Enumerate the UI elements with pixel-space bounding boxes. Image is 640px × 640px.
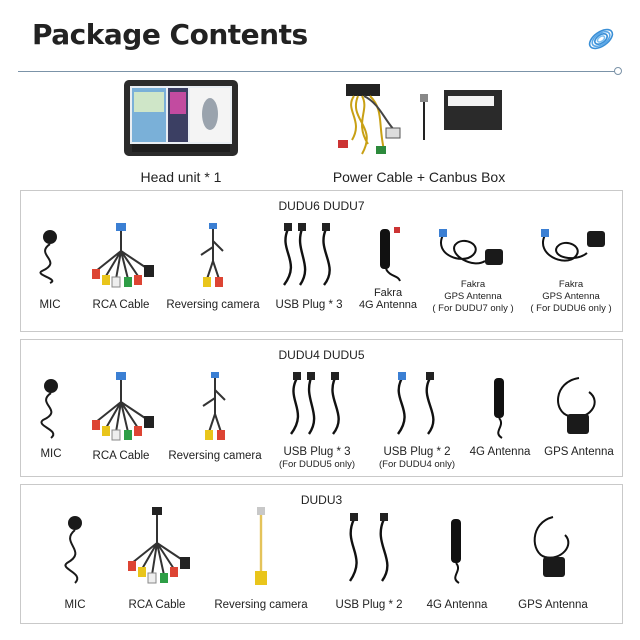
mic-icon [40,379,58,439]
mic-icon [64,516,82,584]
brand-logo-icon [588,28,614,50]
usb-plug-item: USB Plug * 3 [267,221,351,312]
usb-plug-icon [283,223,331,286]
mic-item: MIC [29,374,73,461]
panel-title: DUDU4 DUDU5 [278,348,365,362]
usb-plug-icon [349,513,389,582]
panel-title: DUDU3 [300,493,343,507]
rca-cable-icon [128,507,190,584]
reversing-camera-item: Reversing camera [207,505,315,612]
usb-plug-3-item: USB Plug * 3 (For DUDU5 only) [267,370,367,471]
antenna-4g-icon [451,519,461,584]
power-cable-image [338,84,502,155]
header-divider [18,71,618,72]
power-cable-label: Power Cable + Canbus Box [332,169,506,185]
panel-dudu4-dudu5: DUDU4 DUDU5 MIC RCA Cable Reversing came… [20,339,623,477]
mic-item: MIC [27,225,73,312]
panel-title: DUDU6 DUDU7 [278,199,365,213]
reversing-camera-icon [200,223,224,287]
usb-plug-2-item: USB Plug * 2 (For DUDU4 only) [367,370,467,471]
rca-cable-item: RCA Cable [81,221,161,312]
fakra-4g-antenna-item: Fakra 4G Antenna [353,225,423,311]
4g-antenna-item: 4G Antenna [419,515,495,612]
panel-dudu3: DUDU3 MIC RCA Cable Reversing camera [20,484,623,624]
fakra-gps-antenna-dudu7-item: Fakra GPS Antenna ( For DUDU7 only ) [425,225,521,315]
fakra-gps-antenna-dudu6-item: Fakra GPS Antenna ( For DUDU6 only ) [523,225,619,315]
head-unit-image [124,80,238,156]
usb-plug-icon [397,372,435,435]
rca-cable-icon [92,223,154,288]
head-unit-label: Head unit * 1 [140,169,222,185]
divider-end-dot [614,67,622,75]
gps-antenna-icon [541,229,605,262]
mic-icon [39,230,57,284]
power-cable-item: Power Cable + Canbus Box [324,80,514,185]
usb-plug-icon [290,372,340,435]
gps-antenna-icon [557,377,596,434]
4g-antenna-item: 4G Antenna [465,374,535,459]
reversing-camera-item: Reversing camera [161,221,265,312]
gps-antenna-icon [439,229,503,265]
rca-cable-item: RCA Cable [81,370,161,463]
antenna-4g-icon [494,378,504,439]
rca-cable-item: RCA Cable [117,505,197,612]
gps-antenna-icon [533,516,570,577]
page-title: Package Contents [32,18,308,51]
rca-cable-icon [92,372,154,441]
mic-item: MIC [49,511,101,612]
gps-antenna-item: GPS Antenna [537,372,621,459]
reversing-camera-item: Reversing camera [163,370,267,463]
panel-dudu6-dudu7: DUDU6 DUDU7 MIC RCA Cable Reversing came… [20,190,623,332]
antenna-4g-icon [380,227,401,282]
head-unit-item: Head unit * 1 [118,78,244,185]
reversing-camera-icon [255,507,267,585]
usb-plug-item: USB Plug * 2 [327,511,411,612]
gps-antenna-item: GPS Antenna [511,511,595,612]
reversing-camera-icon [202,372,226,440]
